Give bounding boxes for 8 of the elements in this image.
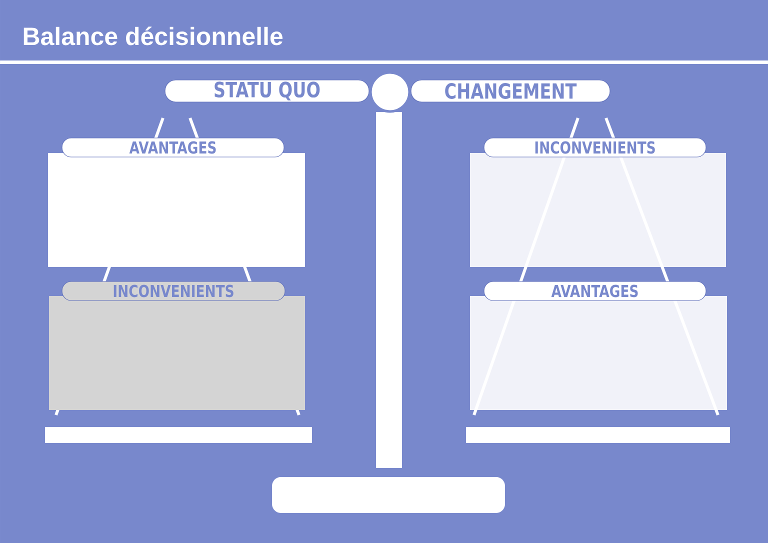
heading-tab: AVANTAGES: [62, 138, 284, 158]
heading-tab: AVANTAGES: [484, 281, 706, 301]
title: Balance décisionnelle: [24, 26, 283, 46]
heading-tab: INCONVENIENTS: [62, 281, 286, 301]
scale-pan: [45, 427, 312, 443]
heading-tab: INCONVENIENTS: [484, 138, 706, 158]
balance-base: [272, 477, 505, 513]
scale-pan: [466, 427, 730, 443]
